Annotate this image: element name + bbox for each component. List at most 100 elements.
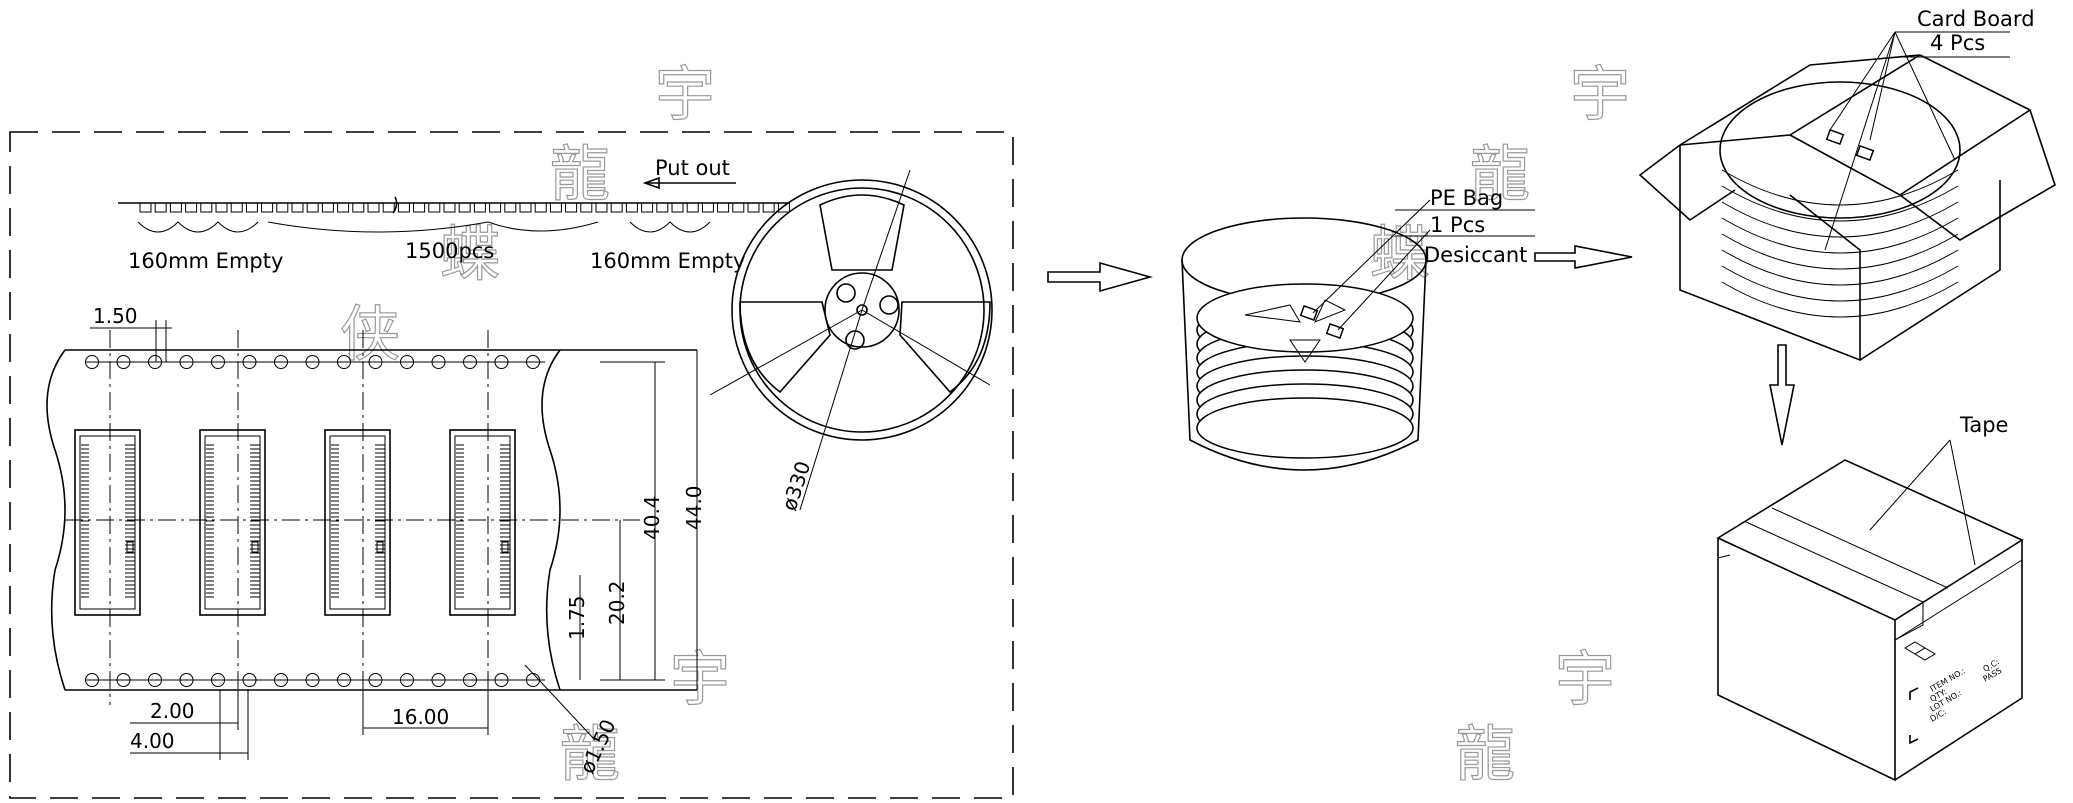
tape-cavity: [641, 202, 654, 213]
tape-cavity: [200, 202, 213, 213]
tape-cavity: [580, 202, 593, 213]
desiccant-label: Desiccant: [1424, 243, 1527, 267]
sprocket-hole: [148, 673, 162, 687]
sprocket-hole: [116, 355, 131, 369]
tape-detail: 1.50 2.00 4.00 16.00 1.75 20.2 40.4 44.0…: [46, 304, 706, 777]
pe-bag-label: PE Bag: [1430, 186, 1503, 210]
sprocket-hole: [337, 673, 351, 687]
tape-cavity: [656, 202, 669, 213]
stacked-reel: [1721, 281, 1959, 318]
center-offset-dim: 20.2: [605, 580, 629, 625]
watermark-char: 龍: [550, 140, 610, 210]
leader-empty-label: 160mm Empty: [128, 249, 283, 273]
process-arrow: [1769, 344, 1795, 446]
stacked-reel: [1721, 265, 1959, 302]
sprocket-hole: [274, 355, 288, 369]
tape-cavity: [777, 202, 790, 213]
sprocket-hole: [116, 673, 131, 687]
tape-cavity: [747, 202, 760, 213]
tape-cavity: [534, 202, 547, 213]
tape-cavity: [154, 202, 167, 213]
stacked-reel: [1196, 397, 1414, 459]
pe-bag: PE Bag 1 Pcs Desiccant: [1181, 186, 1633, 471]
card-board-label: Card Board: [1917, 7, 2035, 31]
tape-cavity: [671, 202, 684, 213]
watermark-char: 龍: [1455, 720, 1515, 790]
tape-cavity: [549, 202, 562, 213]
sprocket-hole: [85, 673, 99, 687]
sprocket-hole: [400, 673, 414, 687]
put-out-label: Put out: [655, 156, 730, 180]
sprocket-hole: [431, 673, 446, 687]
dashed-frame: [9, 131, 1014, 799]
sprocket-hole: [211, 355, 225, 369]
sprocket-hole: [179, 673, 194, 687]
tape-cavity: [291, 202, 304, 213]
sprocket-hole: [494, 355, 509, 369]
sprocket-hole: [242, 355, 257, 369]
tape-cavity: [428, 202, 441, 213]
sprocket-hole: [463, 355, 477, 369]
watermark-char: 宇: [670, 645, 730, 715]
connector-component: [324, 429, 391, 616]
tape-cavity: [306, 202, 319, 213]
open-carton: Card Board 4 Pcs: [1638, 7, 2056, 362]
tape-cavity: [367, 202, 380, 213]
box-label-line: ITEM NO.:: [1929, 666, 1967, 693]
tape-label: Tape: [1959, 413, 2008, 437]
tape-cavity: [185, 202, 198, 213]
tape-cavity: [762, 202, 775, 213]
hole-diameter-dim: 1.50: [93, 304, 138, 328]
tape-cavity: [413, 202, 426, 213]
tape-cavity: [504, 202, 517, 213]
stacked-reel: [1196, 283, 1414, 353]
tape-cavity: [458, 202, 471, 213]
hole-edge-offset-dim: 1.75: [565, 595, 589, 640]
component-count-label: 1500pcs: [405, 239, 494, 263]
sprocket-hole: [148, 355, 162, 369]
reel-diameter-label: ø330: [777, 458, 815, 513]
watermark-char: 龍: [1470, 140, 1530, 210]
tape-cavity: [337, 202, 350, 213]
sprocket-hole: [494, 673, 509, 687]
sprocket-hole: [463, 673, 477, 687]
sprocket-hole: [431, 355, 446, 369]
card-board-qty-label: 4 Pcs: [1930, 31, 1985, 55]
tape-cavity: [276, 202, 289, 213]
tape-cavity: [321, 202, 334, 213]
sprocket-hole: [179, 355, 194, 369]
reel-spoke: [1244, 299, 1347, 363]
tape-cavity: [717, 202, 730, 213]
process-arrow: [1047, 261, 1153, 293]
stacked-reel: [1721, 217, 1959, 254]
connector-component: [449, 429, 516, 616]
tape-strip: Put out 160mm Empty 1500pcs 160mm Empty: [118, 156, 790, 273]
trailer-empty-label: 160mm Empty: [590, 249, 745, 273]
reel: ø330: [709, 169, 993, 514]
hole-row-span-dim: 40.4: [640, 495, 664, 540]
sprocket-hole: [305, 355, 320, 369]
tape-cavity: [625, 202, 638, 213]
sprocket-hole: [368, 673, 383, 687]
sprocket-hole: [400, 355, 414, 369]
sprocket-hole: [242, 673, 257, 687]
pe-bag-pcs-label: 1 Pcs: [1430, 213, 1485, 237]
sprocket-hole: [211, 673, 225, 687]
tape-cavity: [595, 202, 608, 213]
sprocket-hole: [337, 355, 351, 369]
tape-cavity: [732, 202, 745, 213]
watermark-char: 宇: [655, 60, 715, 130]
stacked-reel: [1721, 233, 1959, 270]
stacked-reel: [1721, 185, 1959, 222]
tape-cavity: [610, 202, 623, 213]
watermark-char: 宇: [1555, 645, 1615, 715]
tape-cavity: [215, 202, 228, 213]
connector-component: [199, 429, 266, 616]
tape-cavity: [443, 202, 456, 213]
tape-cavity: [169, 202, 182, 213]
hole-pitch-dim: 2.00: [150, 699, 195, 723]
tape-cavity: [489, 202, 502, 213]
tape-cavity: [686, 202, 699, 213]
